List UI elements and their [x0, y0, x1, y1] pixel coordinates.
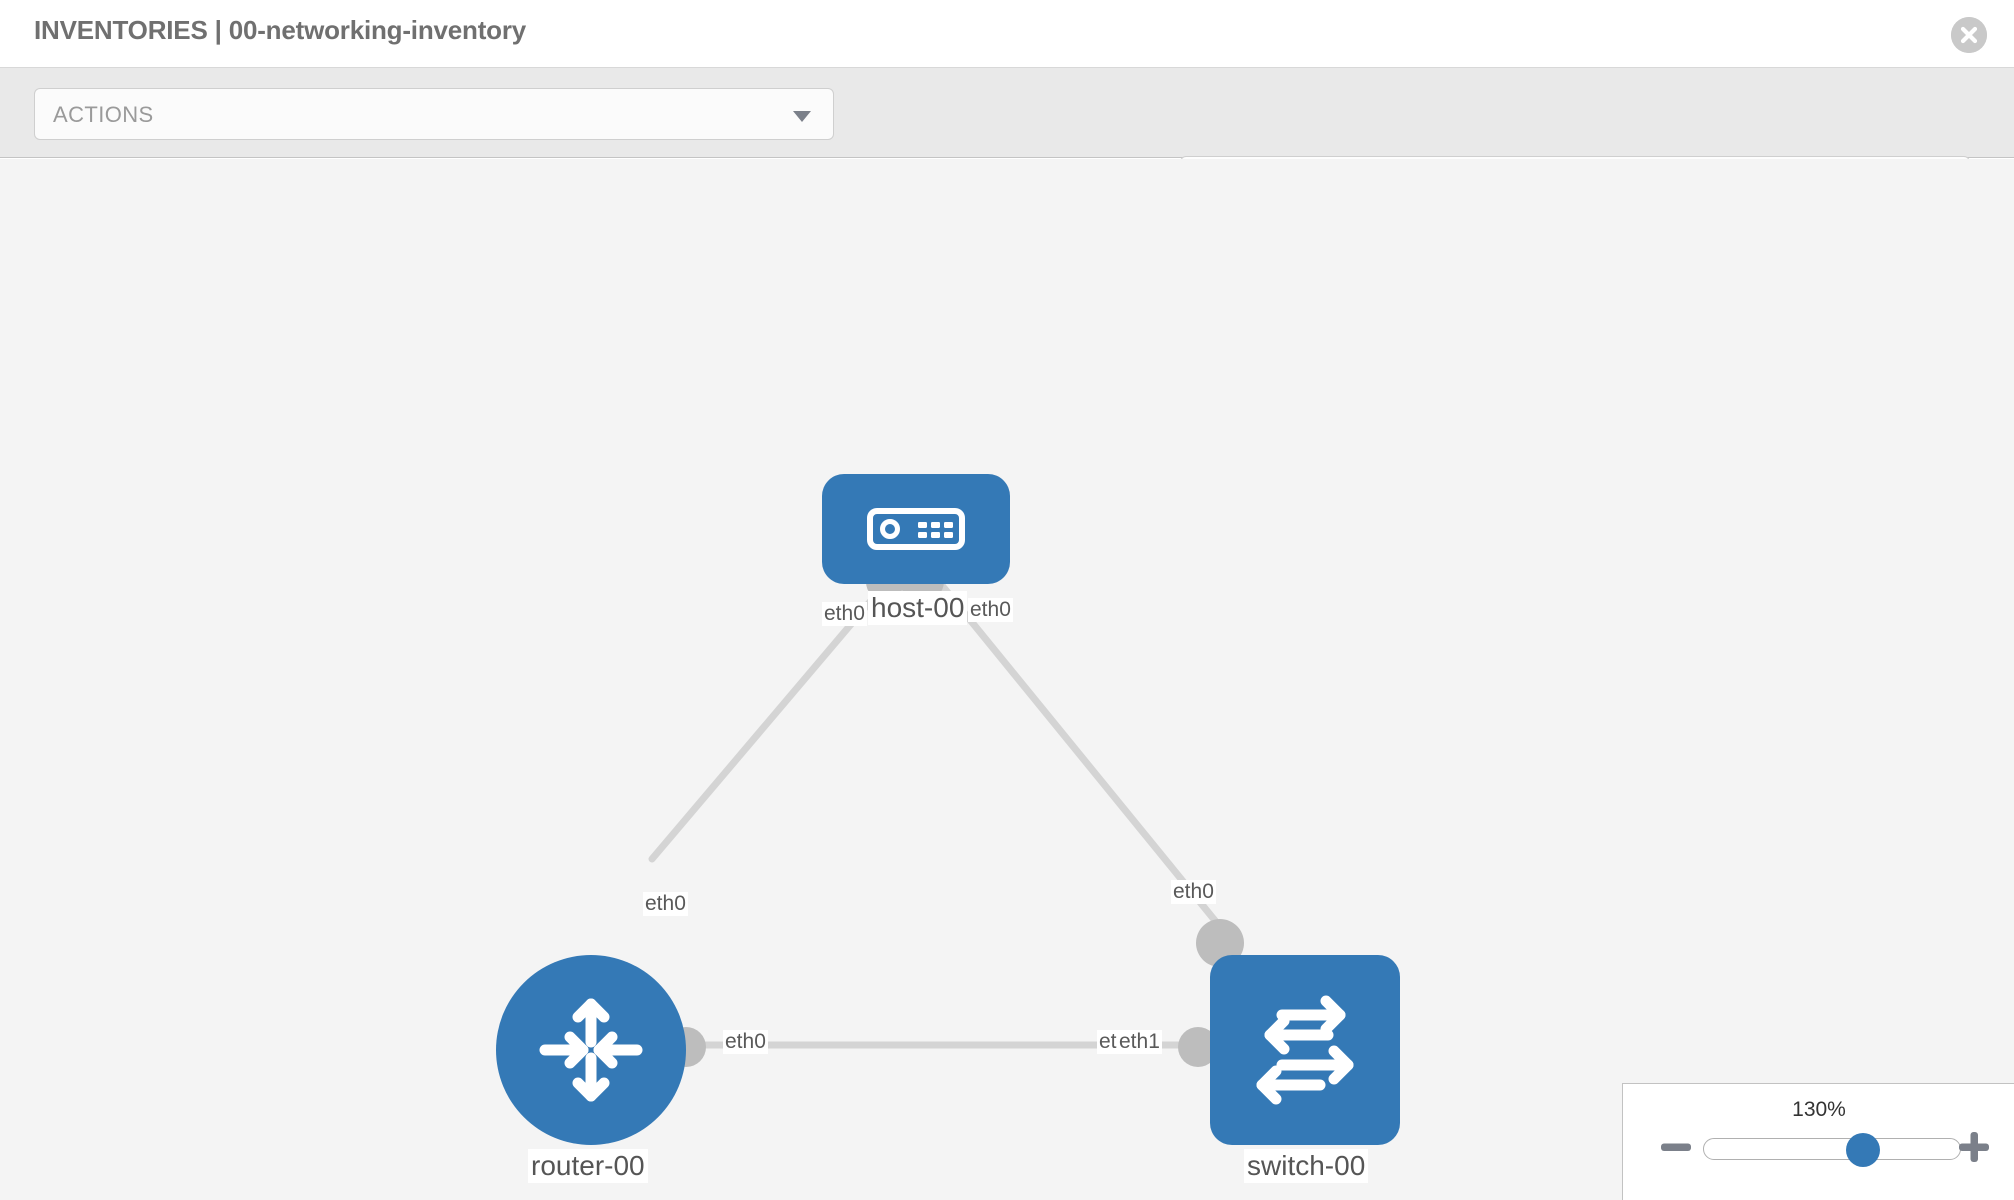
switch-arrows-icon: [1256, 995, 1354, 1105]
edge-label-iface: eth0: [1171, 880, 1216, 904]
four-arrows-icon: [539, 998, 643, 1102]
toolbar: ACTIONS SEARCH: [0, 68, 2014, 208]
zoom-out-button[interactable]: [1655, 1126, 1697, 1168]
chevron-down-icon: [793, 111, 811, 122]
actions-dropdown-label: ACTIONS: [53, 102, 154, 127]
zoom-slider-thumb[interactable]: [1846, 1133, 1880, 1167]
node-label-host-00: host-00: [868, 591, 968, 625]
node-router-00[interactable]: [496, 955, 686, 1145]
node-host-00-shape[interactable]: [822, 474, 1010, 584]
edge-label-iface: eth0: [723, 1030, 768, 1054]
page-title: INVENTORIES | 00-networking-inventory: [34, 15, 527, 45]
node-switch-00[interactable]: [1210, 955, 1400, 1145]
node-switch-00-shape[interactable]: [1210, 955, 1400, 1145]
edge-label-iface: eth1: [1117, 1030, 1162, 1054]
node-label-router-00: router-00: [528, 1149, 648, 1183]
zoom-control-panel: 130%: [1622, 1083, 2014, 1200]
node-router-00-shape[interactable]: [496, 955, 686, 1145]
zoom-slider[interactable]: [1703, 1133, 1961, 1167]
node-host-00[interactable]: [822, 474, 1010, 584]
node-label-switch-00: switch-00: [1244, 1149, 1369, 1183]
edge-label-iface: eth0: [822, 602, 867, 626]
edge-label-iface: eth0: [643, 892, 688, 916]
server-appliance-icon: [867, 508, 965, 550]
page-header: INVENTORIES | 00-networking-inventory: [0, 0, 2014, 68]
close-icon[interactable]: [1951, 17, 1987, 53]
zoom-level-value: 130%: [1792, 1098, 1846, 1121]
topology-edges: [648, 579, 1234, 1049]
zoom-in-button[interactable]: [1953, 1126, 1995, 1168]
edge-label-iface: eth0: [968, 598, 1013, 622]
topology-canvas[interactable]: eth0 eth0 eth0 eth0 eth0 eth0 eth1 host-…: [0, 159, 2014, 1200]
actions-dropdown[interactable]: ACTIONS: [34, 88, 834, 140]
